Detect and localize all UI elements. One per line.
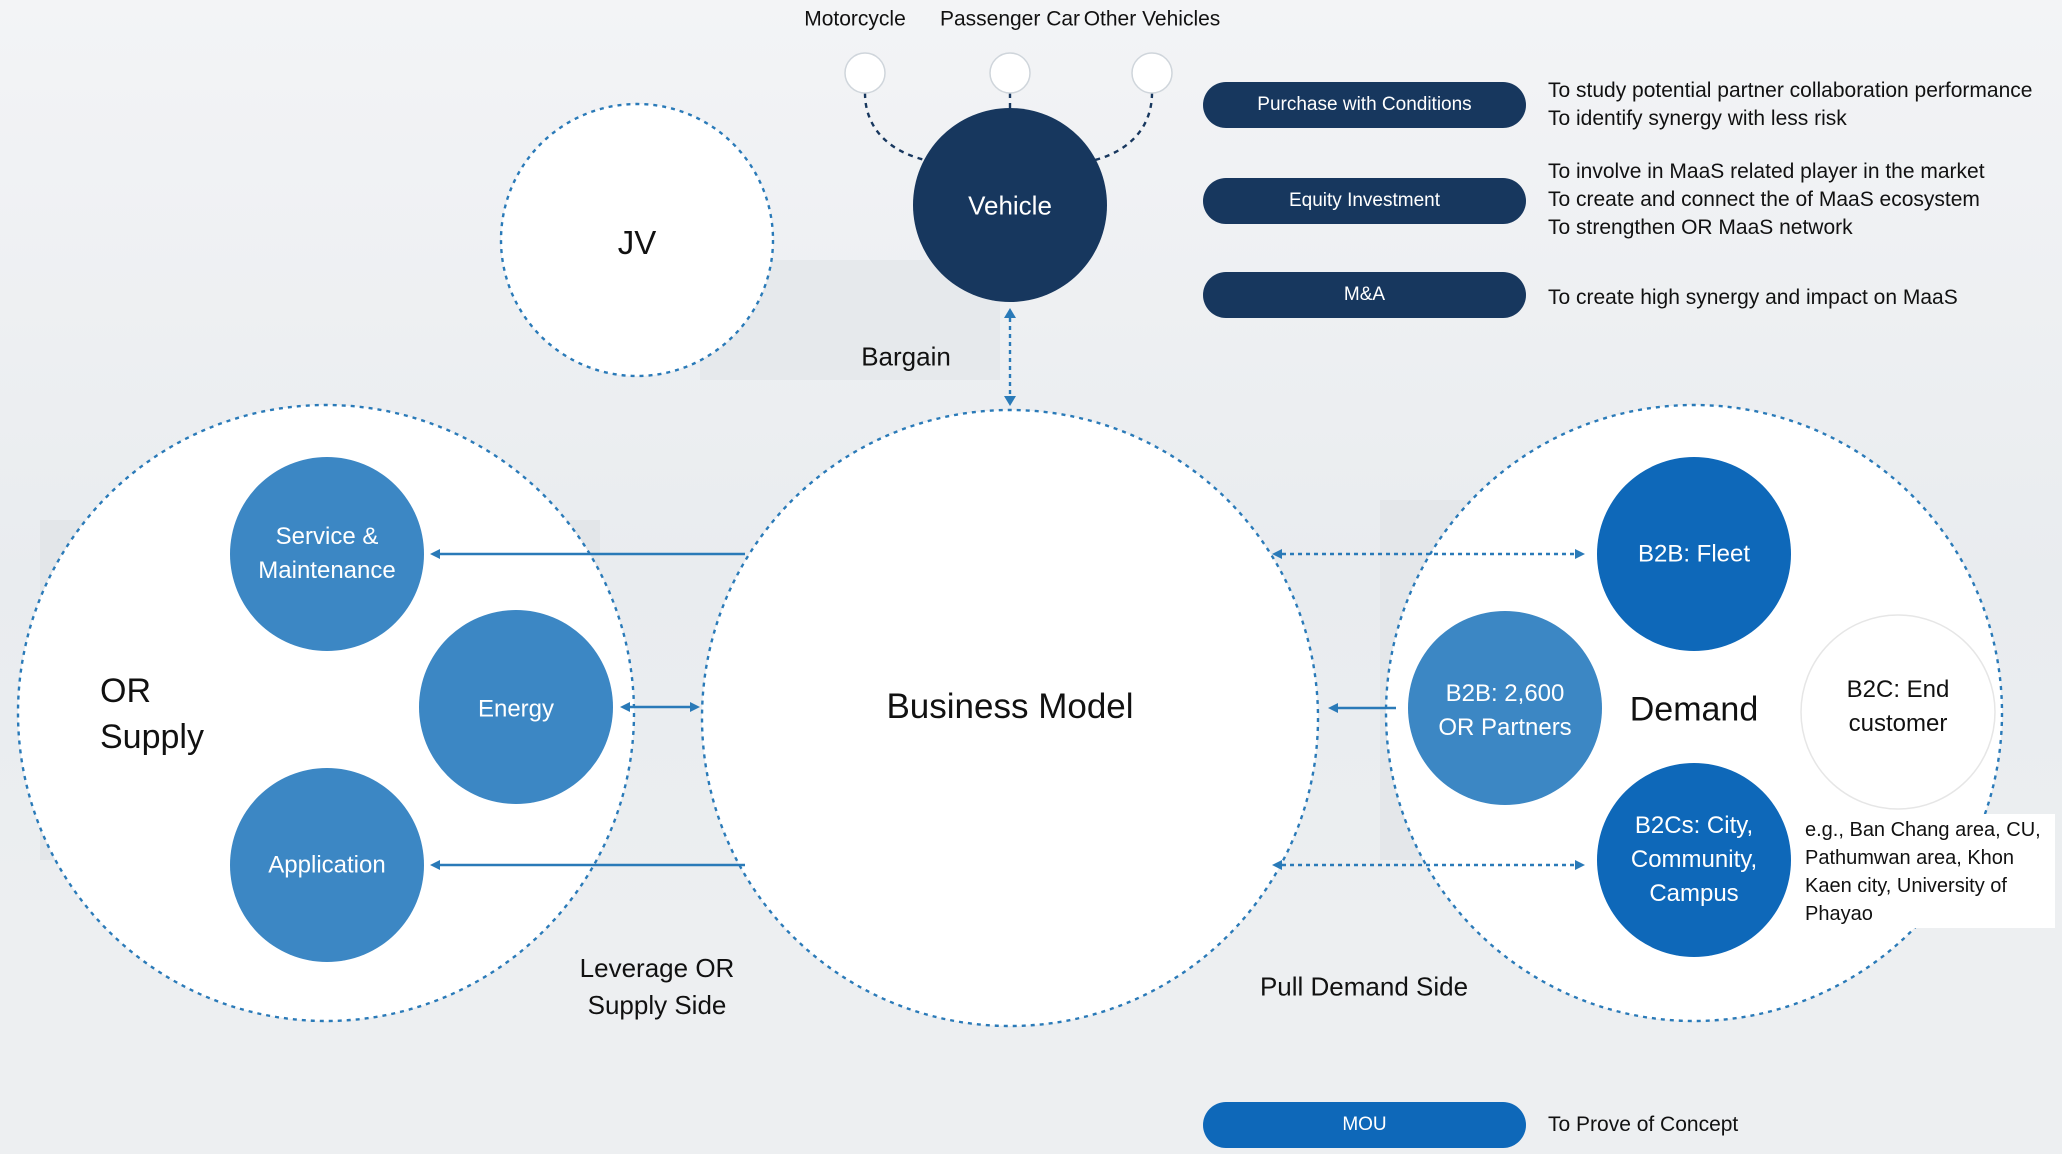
b2cs-circle	[1597, 763, 1791, 957]
application-circle	[230, 768, 424, 962]
supply-title: OR Supply	[100, 672, 204, 756]
other-vehicles-label: Other Vehicles	[1083, 7, 1221, 31]
motorcycle-node	[844, 52, 886, 94]
b2b-fleet-circle	[1597, 457, 1791, 651]
jv-circle	[499, 102, 775, 378]
energy-circle	[419, 610, 613, 804]
application-label: Application	[268, 851, 386, 879]
motorcycle-label: Motorcycle	[804, 7, 906, 31]
mou-desc: To Prove of Concept	[1548, 1113, 1739, 1136]
jv-label: JV	[617, 224, 657, 262]
demand-title: Demand	[1629, 690, 1759, 729]
vehicle-label: Vehicle	[968, 190, 1052, 221]
connector-motorcycle	[863, 92, 926, 162]
passenger-car-label: Passenger Car	[939, 7, 1081, 31]
b2cs-label: B2Cs: City, Community, Campus	[1630, 812, 1758, 907]
b2c-end-customer-circle	[1800, 614, 1996, 810]
b2b-fleet-label: B2B: Fleet	[1637, 540, 1751, 568]
bargain-label: Bargain	[861, 341, 951, 372]
energy-label: Energy	[477, 695, 555, 723]
connector-other-vehicles	[1094, 92, 1154, 162]
business-model-circle	[700, 408, 1320, 1028]
purchase-with-conditions-desc: To study potential partner collaboration…	[1548, 79, 2033, 130]
b2c-end-customer-label: B2C: End customer	[1846, 676, 1950, 737]
ma-desc: To create high synergy and impact on Maa…	[1548, 286, 1958, 309]
leverage-label: Leverage OR Supply Side	[579, 953, 735, 1020]
mou-pill: MOU	[1203, 1102, 1526, 1148]
b2b-partners-label: B2B: 2,600 OR Partners	[1438, 680, 1572, 741]
business-model-label: Business Model	[886, 687, 1134, 726]
pull-demand-label: Pull Demand Side	[1259, 971, 1469, 1002]
passenger-car-node	[989, 52, 1031, 94]
service-maintenance-circle	[230, 457, 424, 651]
b2cs-example-note: e.g., Ban Chang area, CU, Pathumwan area…	[1799, 814, 2055, 928]
b2b-partners-circle	[1408, 611, 1602, 805]
vehicle-circle	[913, 108, 1107, 302]
service-maintenance-label: Service & Maintenance	[258, 523, 396, 584]
other-vehicles-node	[1131, 52, 1173, 94]
equity-investment-desc: To involve in MaaS related player in the…	[1548, 160, 1985, 239]
supply-circle	[16, 403, 636, 1023]
purchase-with-conditions-pill: Purchase with Conditions	[1203, 82, 1526, 128]
equity-investment-pill: Equity Investment	[1203, 178, 1526, 224]
ma-pill: M&A	[1203, 272, 1526, 318]
